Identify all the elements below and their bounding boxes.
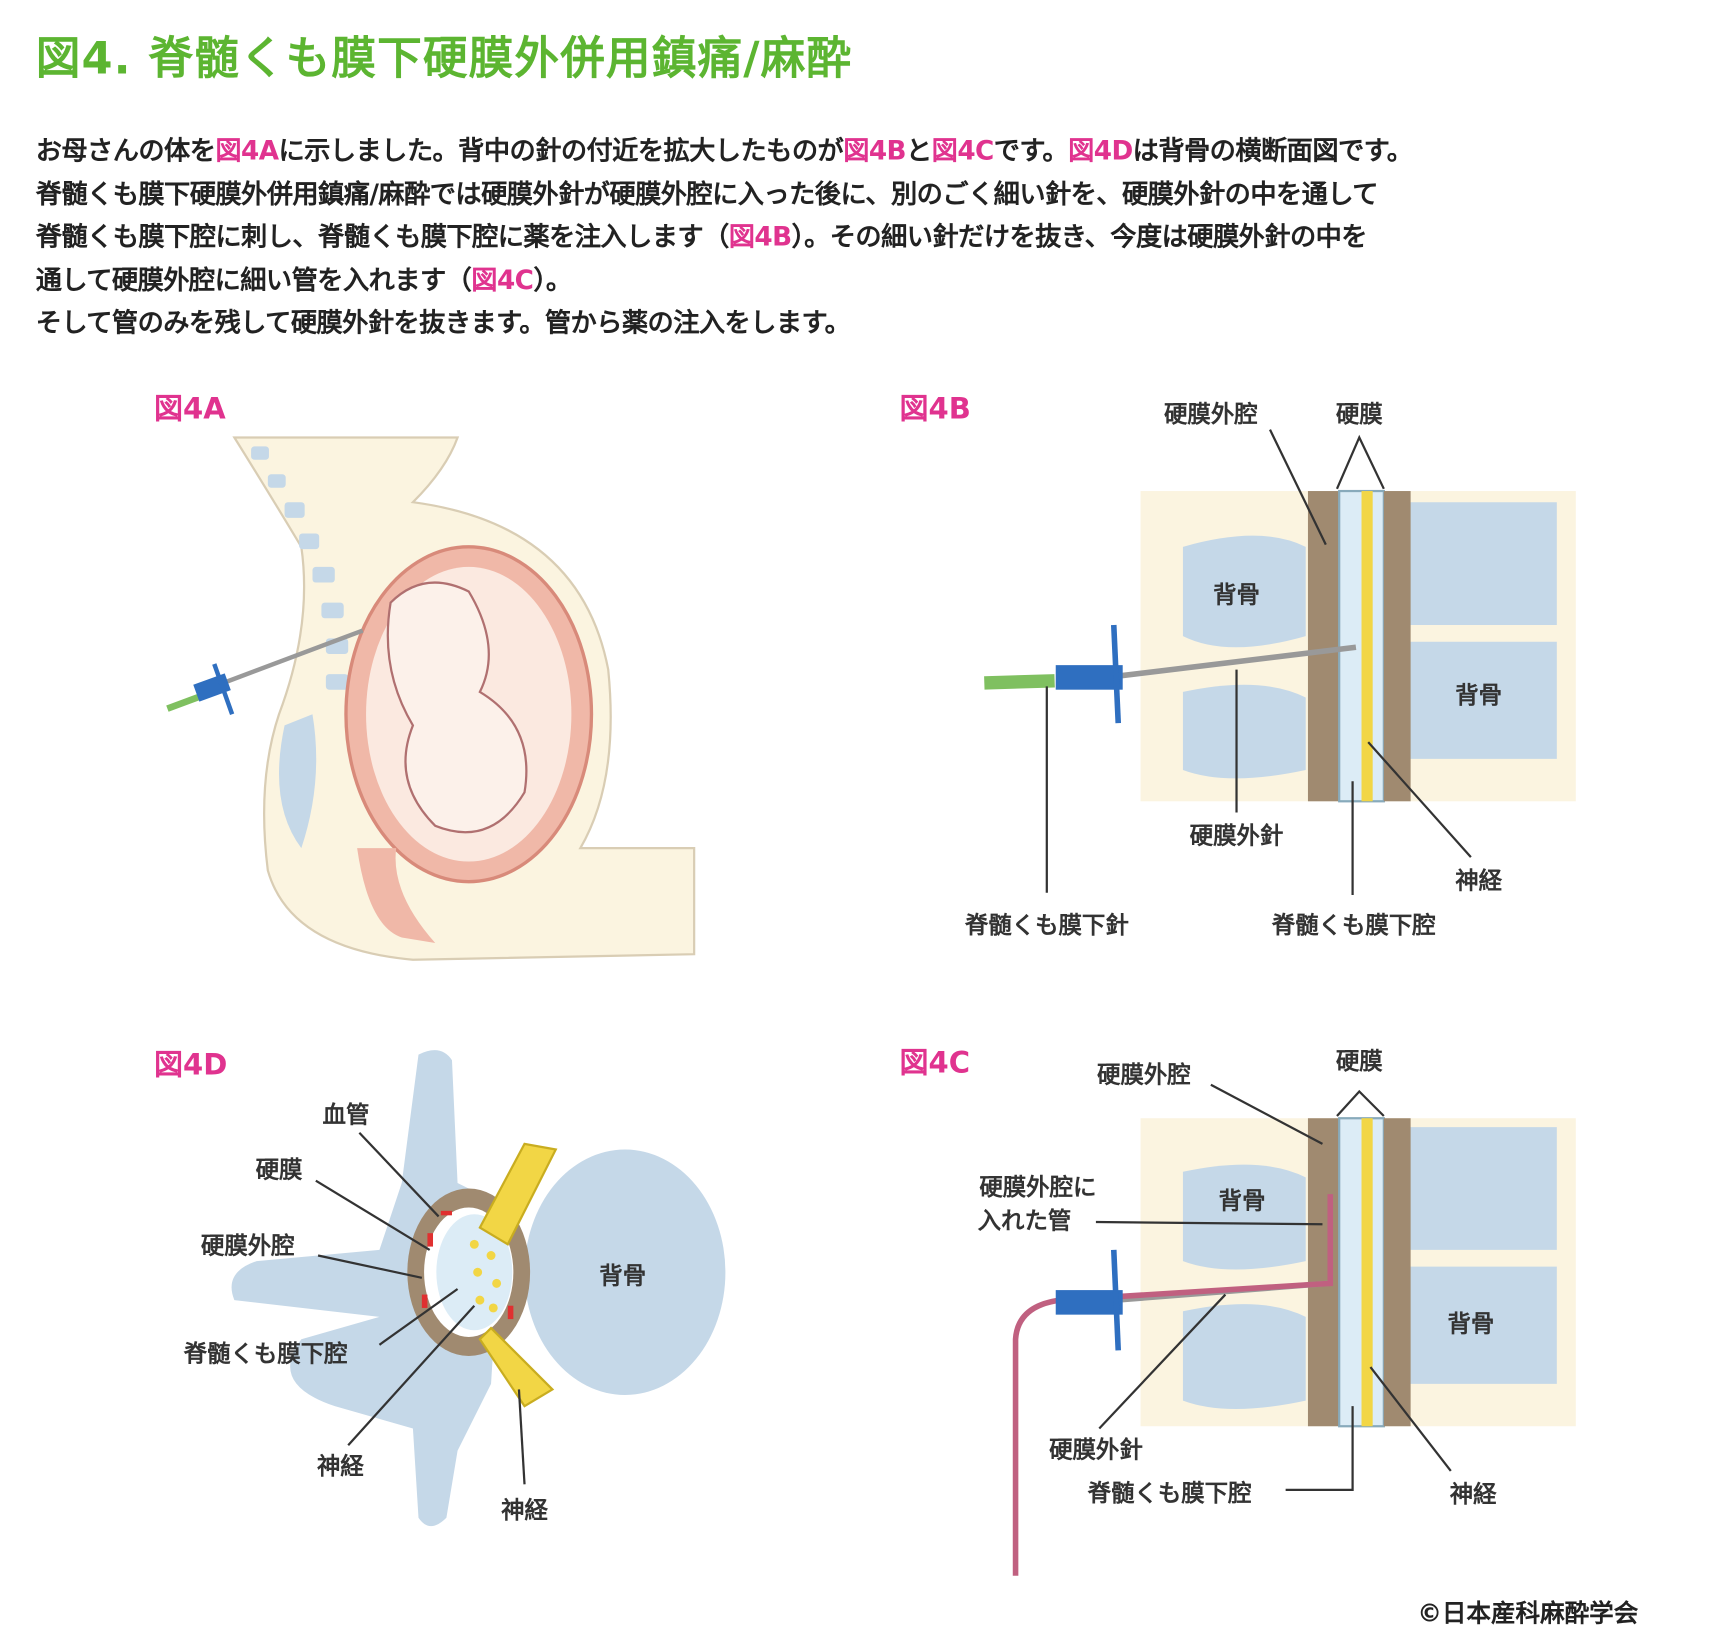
page-title: 図4. 脊髄くも膜下硬膜外併用鎮痛/麻酔	[35, 33, 853, 85]
link-fig4a[interactable]: 図4A	[215, 135, 279, 167]
para-line-1: お母さんの体を図4Aに示しました。背中の針の付近を拡大したものが図4Bと図4Cで…	[36, 129, 1413, 172]
fig4d-label: 図4D	[154, 1049, 228, 1083]
fig4b-diagram: 硬膜外腔 硬膜 背骨 背骨 硬膜外針 神経 脊髄くも膜下針 脊髄くも膜下腔	[964, 400, 1576, 939]
para-line-4: 通して硬膜外腔に細い管を入れます（図4C）。	[36, 258, 1413, 301]
text: と	[905, 135, 932, 167]
label-dura: 硬膜	[1336, 400, 1383, 428]
fig4c-diagram: 硬膜外腔 硬膜 硬膜外腔に 入れた管 背骨 背骨 硬膜外針 脊髄くも膜下腔 神経	[978, 1047, 1576, 1576]
text: お母さんの体を	[35, 135, 216, 167]
label-tube-line1: 硬膜外腔に	[979, 1173, 1096, 1201]
copyright: ©日本産科麻酔学会	[1417, 1600, 1639, 1629]
fig4d-cross-section: 血管 硬膜 硬膜外腔 脊髄くも膜下腔 背骨 神経 神経	[183, 1050, 726, 1527]
spine-vertebrae-icon	[251, 446, 349, 849]
label-spine: 背骨	[1219, 1187, 1266, 1215]
label-spinal-needle: 脊髄くも膜下針	[964, 911, 1129, 939]
link-fig4b[interactable]: 図4B	[843, 135, 906, 167]
label-epidural-needle: 硬膜外針	[1049, 1435, 1143, 1463]
text: ）。	[533, 263, 572, 296]
label-nerve: 神経	[317, 1452, 364, 1480]
para-line-3: 脊髄くも膜下腔に刺し、脊髄くも膜下腔に薬を注入します（図4B）。その細い針だけを…	[36, 215, 1413, 258]
label-dura: 硬膜	[256, 1155, 303, 1183]
label-epidural-space: 硬膜外腔	[1164, 400, 1258, 428]
fig4c-label: 図4C	[899, 1046, 971, 1081]
label-nerve: 神経	[501, 1496, 548, 1524]
label-subarachnoid-space: 脊髄くも膜下腔	[183, 1340, 348, 1368]
fig4b-label: 図4B	[899, 392, 971, 427]
fig4a-label: 図4A	[154, 392, 226, 427]
text: は背骨の横断面図です。	[1132, 135, 1413, 167]
text: 脊髄くも膜下腔に刺し、脊髄くも膜下腔に薬を注入します（	[35, 220, 730, 253]
label-blood-vessel: 血管	[323, 1101, 370, 1129]
label-spine: 背骨	[1455, 681, 1502, 709]
label-spine: 背骨	[1213, 581, 1260, 609]
label-nerve: 神経	[1455, 866, 1502, 894]
label-epidural-space: 硬膜外腔	[201, 1231, 295, 1259]
label-dura: 硬膜	[1336, 1047, 1383, 1075]
para-line-2: 脊髄くも膜下硬膜外併用鎮痛/麻酔では硬膜外針が硬膜外腔に入った後に、別のごく細い…	[35, 178, 1379, 210]
label-spine: 背骨	[1447, 1309, 1494, 1337]
para-line-5: そして管のみを残して硬膜外針を抜きます。管から薬の注入をします。	[35, 306, 851, 339]
text: 通して硬膜外腔に細い管を入れます（	[35, 263, 472, 296]
needle-hub-icon	[1055, 665, 1123, 690]
link-fig4c[interactable]: 図4C	[931, 135, 995, 167]
label-epidural-space: 硬膜外腔	[1097, 1061, 1191, 1089]
label-nerve: 神経	[1450, 1480, 1497, 1508]
description-text: お母さんの体を図4Aに示しました。背中の針の付近を拡大したものが図4Bと図4Cで…	[36, 129, 1413, 344]
label-subarachnoid-space: 脊髄くも膜下腔	[1087, 1479, 1252, 1507]
label-tube-line2: 入れた管	[978, 1207, 1072, 1235]
label-subarachnoid-space: 脊髄くも膜下腔	[1271, 911, 1436, 939]
label-spine: 背骨	[599, 1261, 646, 1289]
link-fig4d[interactable]: 図4D	[1068, 135, 1133, 167]
needle-hub-icon	[1055, 1290, 1123, 1315]
text: ）。その細い針だけを抜き、今度は硬膜外針の中を	[791, 220, 1368, 253]
fig4a-mother-illustration	[166, 436, 696, 961]
label-epidural-needle: 硬膜外針	[1190, 822, 1284, 850]
link-fig4c[interactable]: 図4C	[471, 263, 534, 296]
link-fig4b[interactable]: 図4B	[728, 220, 792, 253]
text: に示しました。背中の針の付近を拡大したものが	[278, 135, 844, 167]
text: です。	[993, 135, 1069, 167]
